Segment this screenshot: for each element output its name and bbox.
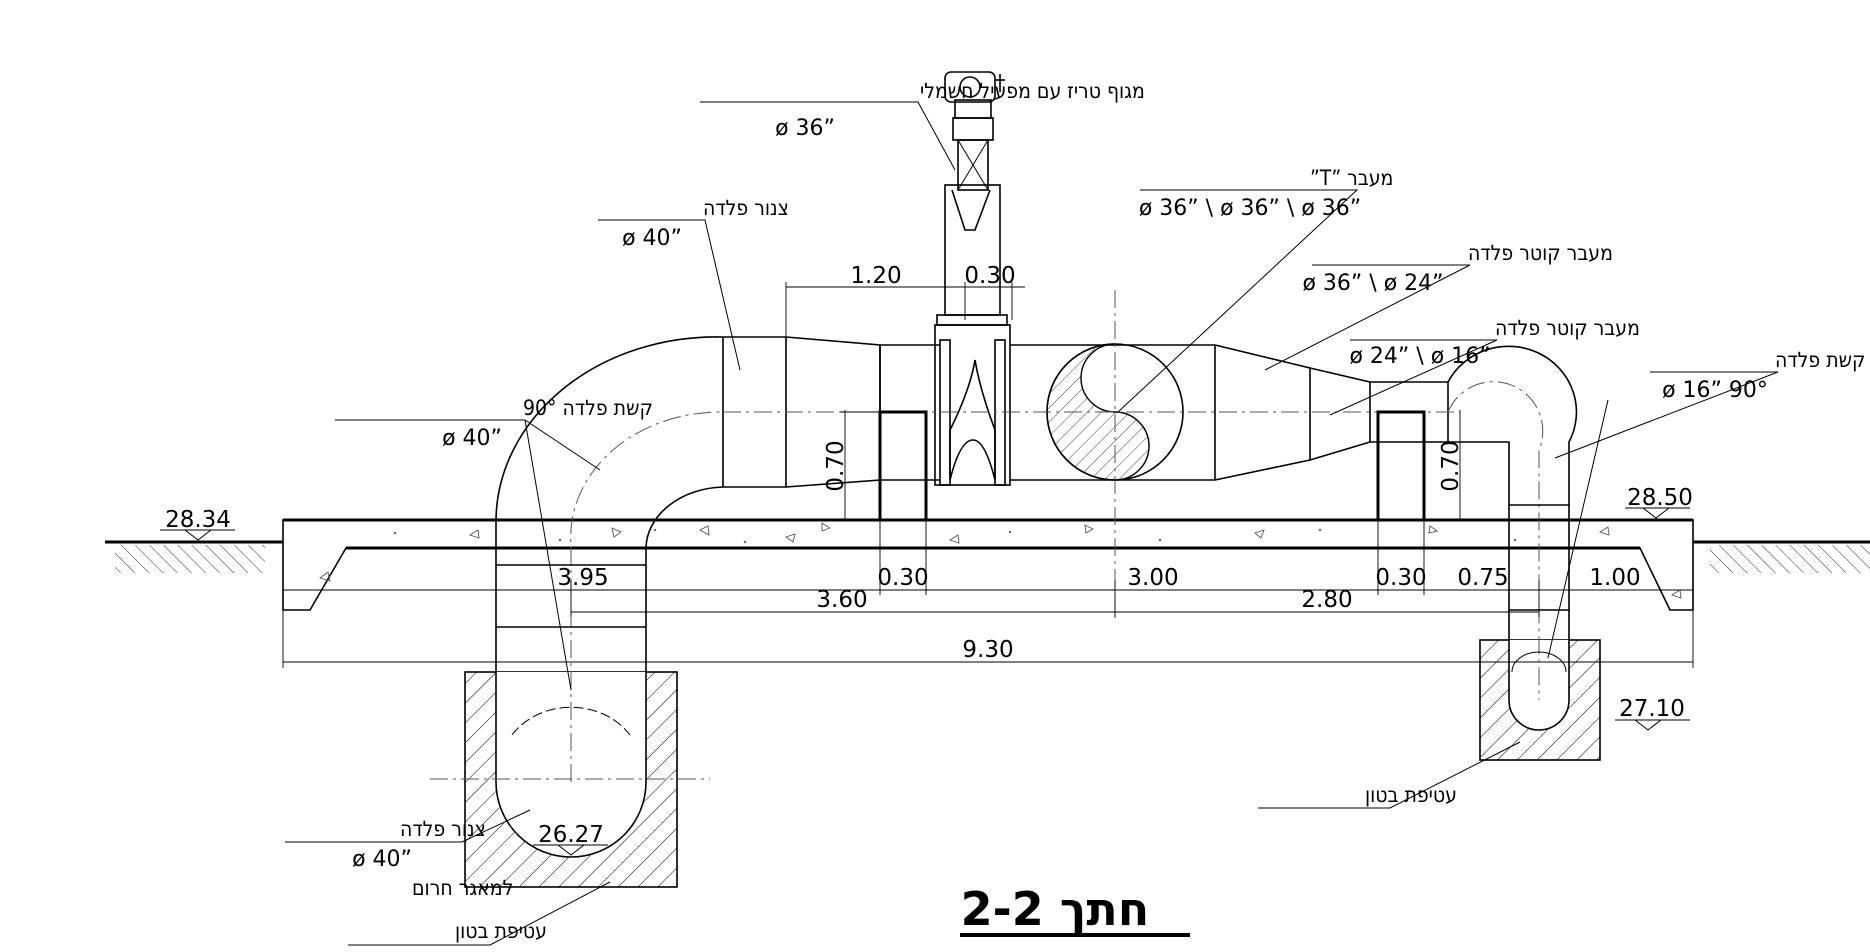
concrete-left-label: עטיפת בטון xyxy=(455,919,547,943)
dim-2-80: 2.80 xyxy=(1301,587,1352,613)
reducer2-size: ø 24” \ ø 16” xyxy=(1349,344,1490,369)
dim-0-30-b: 0.30 xyxy=(1375,565,1426,591)
steel-pipe-bottom-label: צנור פלדה xyxy=(400,817,486,841)
tee-size: ø 36” \ ø 36” \ ø 36” xyxy=(1139,196,1361,221)
dim-3-60: 3.60 xyxy=(816,587,867,613)
gate-valve-label: מגוף טריז עם מפעיל חשמלי xyxy=(920,79,1145,103)
elbow-right-label: קשת פלדה xyxy=(1775,348,1865,372)
dim-0-75: 0.75 xyxy=(1457,565,1508,591)
elbow-left-label: קשת פלדה 90° xyxy=(523,396,653,420)
steel-pipe-bottom-note: למאגר חרום xyxy=(412,876,513,900)
dim-0-70-right: 0.70 xyxy=(1438,440,1464,491)
right-concrete-encasement xyxy=(1479,639,1601,761)
dim-1-00: 1.00 xyxy=(1589,565,1640,591)
steel-pipe-top-label: צנור פלדה xyxy=(703,196,789,220)
ground-right xyxy=(1693,540,1870,573)
pipe-supports xyxy=(878,410,1426,522)
reducer1-size: ø 36” \ ø 24” xyxy=(1302,271,1443,296)
right-elbow xyxy=(1447,345,1578,731)
section-title: חתך 2-2 xyxy=(961,882,1150,936)
dimension-lines xyxy=(282,282,1694,668)
level-markers xyxy=(160,507,1690,856)
concrete-right-label: עטיפת בטון xyxy=(1365,783,1457,807)
level-right-pipe: 27.10 xyxy=(1619,696,1685,722)
level-left-pipe: 26.27 xyxy=(538,822,604,848)
gate-valve-size: ø 36” xyxy=(775,116,835,141)
dim-1-20: 1.20 xyxy=(850,263,901,289)
dim-0-70-left: 0.70 xyxy=(823,440,849,491)
dim-9-30: 9.30 xyxy=(962,637,1013,663)
steel-pipe-top-size: ø 40” xyxy=(622,226,682,251)
left-elbow xyxy=(430,336,724,858)
dim-3-95: 3.95 xyxy=(557,565,608,591)
tee-label: מעבר ”T” xyxy=(1310,166,1393,190)
dim-0-30-top: 0.30 xyxy=(964,263,1015,289)
elbow-left-size: ø 40” xyxy=(442,426,502,451)
elbow-right-size: ø 16” 90° xyxy=(1662,378,1768,403)
reducer1-label: מעבר קוטר פלדה xyxy=(1468,241,1613,265)
valve-actuator xyxy=(936,71,1008,326)
level-left-ground: 28.34 xyxy=(165,507,231,533)
dim-0-30-a: 0.30 xyxy=(877,565,928,591)
ground-left xyxy=(105,540,283,573)
reducer2-label: מעבר קוטר פלדה xyxy=(1495,316,1640,340)
level-right-ground: 28.50 xyxy=(1627,485,1693,511)
leader-lines xyxy=(285,101,1779,946)
steel-pipe-bottom-size: ø 40” xyxy=(352,847,412,872)
dim-3-00: 3.00 xyxy=(1127,565,1178,591)
